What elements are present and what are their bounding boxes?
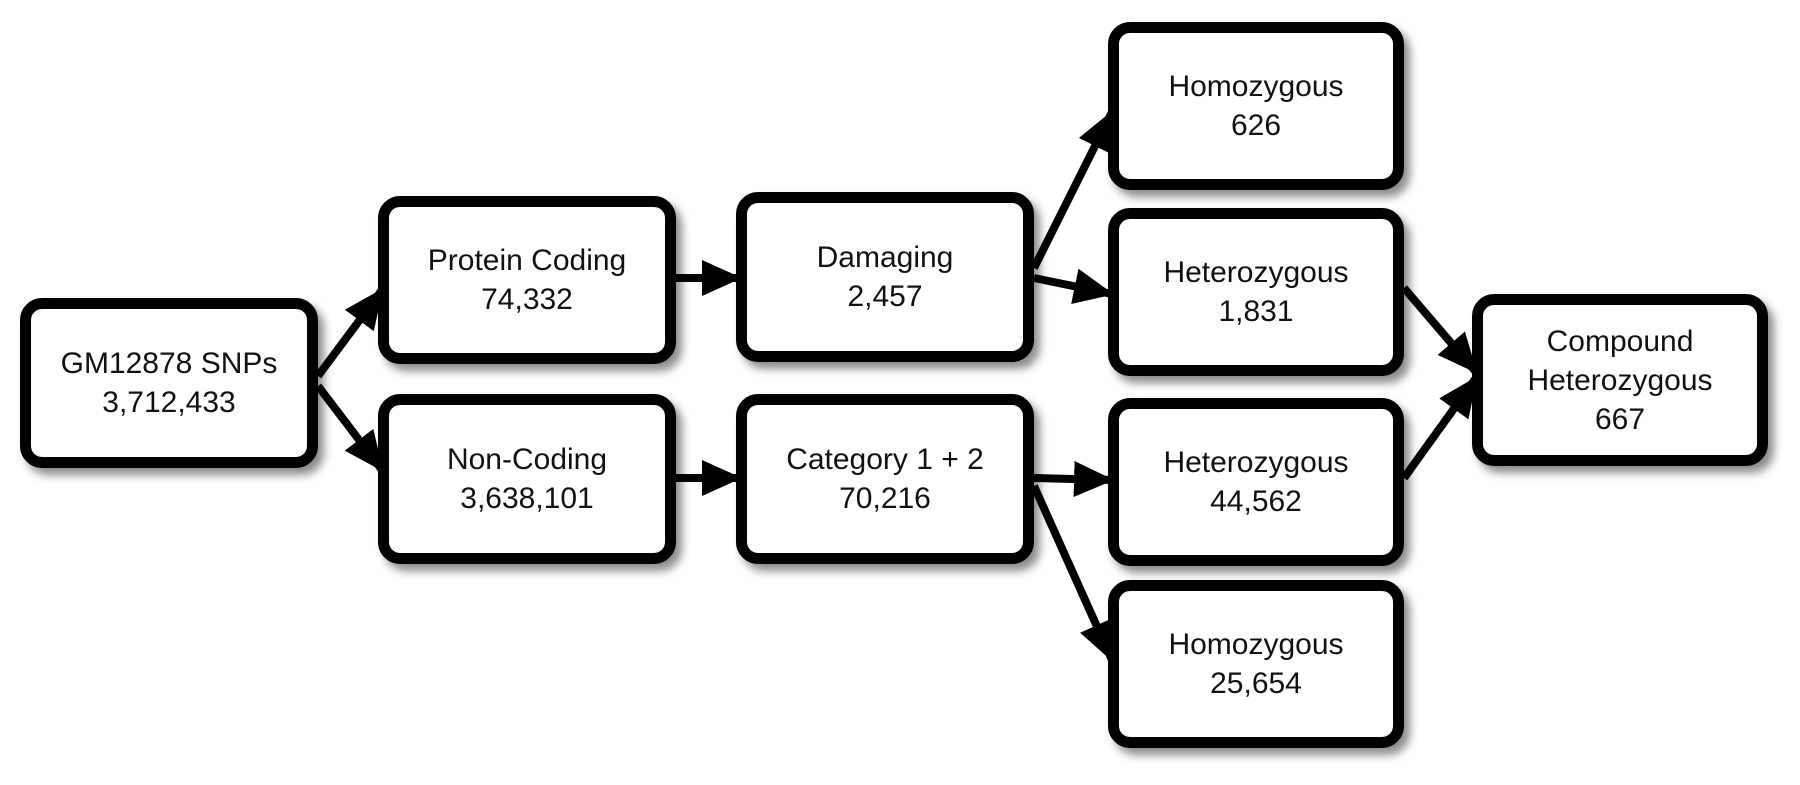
node-category-1-2: Category 1 + 2 70,216 [736,394,1034,564]
node-title-line-2: Heterozygous [1527,363,1713,397]
node-count: 25,654 [1210,667,1302,700]
arrow-category-1-2-to-homozygous-noncoding [1030,484,1116,662]
node-gm12878-snps: GM12878 SNPs 3,712,433 [20,298,318,468]
node-count: 44,562 [1210,485,1302,518]
node-title: Protein Coding [427,244,627,277]
node-non-coding: Non-Coding 3,638,101 [378,394,676,564]
node-count: 3,712,433 [102,386,236,419]
arrow-gm12878-to-non-coding [314,383,386,473]
node-damaging: Damaging 2,457 [736,192,1034,362]
node-title: Heterozygous [1163,256,1349,289]
node-title: Homozygous [1168,70,1344,103]
arrow-heterozygous-coding-to-compound-heterozygous [1400,285,1480,375]
node-homozygous-coding: Homozygous 626 [1108,22,1404,190]
arrow-heterozygous-noncoding-to-compound-heterozygous [1400,375,1480,481]
node-count: 626 [1230,109,1282,142]
arrow-damaging-to-homozygous-coding [1030,110,1116,270]
node-count: 70,216 [839,482,931,515]
node-title: Category 1 + 2 [786,443,984,476]
node-title: Heterozygous [1163,446,1349,479]
node-count: 1,831 [1218,295,1294,328]
node-count: 74,332 [481,283,573,316]
node-heterozygous-coding: Heterozygous 1,831 [1108,208,1404,376]
node-heterozygous-noncoding: Heterozygous 44,562 [1108,398,1404,566]
node-title: GM12878 SNPs [60,347,278,380]
node-title: Damaging [816,241,954,274]
node-title: Non-Coding [446,443,608,476]
arrow-damaging-to-heterozygous-coding [1033,268,1114,304]
node-homozygous-noncoding: Homozygous 25,654 [1108,580,1404,748]
node-title: Homozygous [1168,628,1344,661]
node-protein-coding: Protein Coding 74,332 [378,196,676,364]
node-title-line-1: Compound [1546,324,1694,358]
arrow-category-1-2-to-heterozygous-noncoding [1033,461,1114,498]
node-count: 667 [1594,402,1646,436]
arrow-gm12878-to-protein-coding [314,287,386,379]
node-count: 2,457 [847,280,923,313]
node-count: 3,638,101 [460,482,594,515]
node-compound-heterozygous: Compound Heterozygous 667 [1472,294,1768,466]
